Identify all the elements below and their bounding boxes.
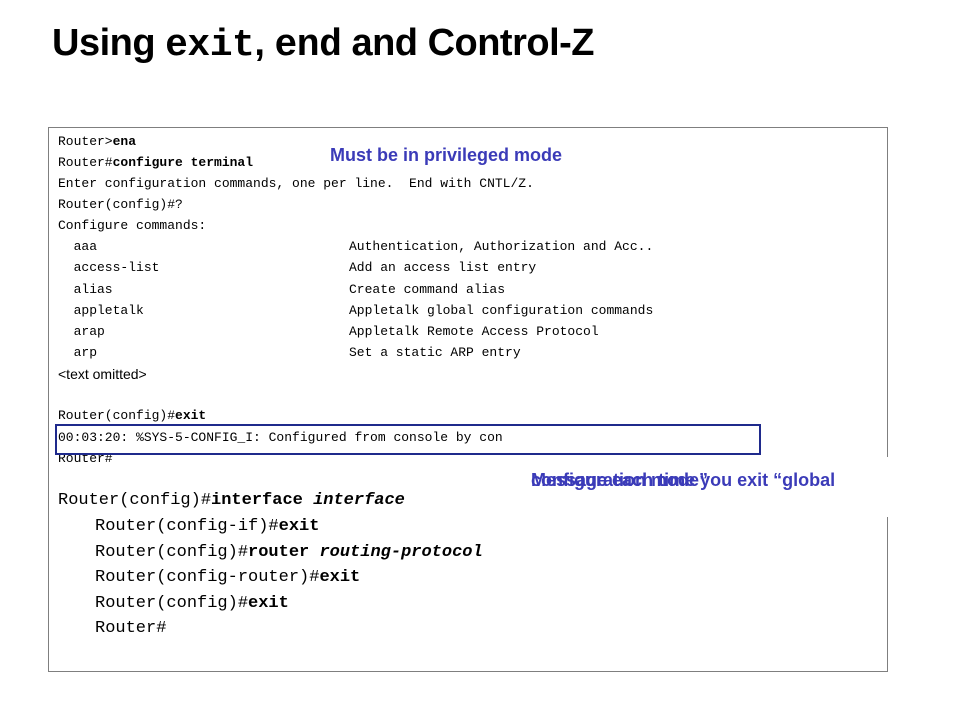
command-name: appletalk bbox=[58, 303, 144, 318]
example-line-3: Router(config)#router routing-protocol bbox=[95, 543, 483, 563]
argument: routing-protocol bbox=[319, 543, 483, 562]
command: exit bbox=[278, 517, 320, 536]
command-desc: Appletalk global configuration commands bbox=[349, 303, 654, 318]
example-line-1: Router(config)#interface interface bbox=[58, 491, 405, 511]
command-desc: Add an access list entry bbox=[349, 260, 537, 275]
terminal-line-2: Router#configure terminal bbox=[58, 155, 253, 171]
prompt: Router(config)# bbox=[95, 594, 249, 613]
prompt: Router(config)# bbox=[58, 408, 176, 423]
terminal-line-4: Router(config)#? bbox=[58, 197, 183, 212]
prompt: Router(config)# bbox=[95, 543, 249, 562]
example-line-5: Router(config)#exit bbox=[95, 594, 289, 614]
title-mid: , bbox=[254, 22, 275, 64]
terminal-line-5: Configure commands: bbox=[58, 218, 207, 233]
command-desc: Authentication, Authorization and Acc.. bbox=[349, 239, 654, 254]
example-line-4: Router(config-router)#exit bbox=[95, 568, 360, 588]
terminal-box bbox=[48, 127, 888, 672]
prompt: Router(config-router)# bbox=[95, 568, 320, 587]
command-name: access-list bbox=[58, 260, 160, 275]
command-name: aaa bbox=[58, 239, 98, 254]
syslog-highlight-box bbox=[55, 424, 761, 455]
command: ena bbox=[112, 134, 137, 149]
prompt: Router(config)# bbox=[58, 491, 212, 510]
command-name: arap bbox=[58, 324, 105, 339]
command-desc: Set a static ARP entry bbox=[349, 345, 521, 360]
command: router bbox=[248, 543, 320, 562]
command: exit bbox=[319, 568, 361, 587]
command: exit bbox=[175, 408, 207, 423]
prompt: Router> bbox=[58, 134, 113, 149]
terminal-line-1: Router>ena bbox=[58, 134, 136, 150]
example-line-2: Router(config-if)#exit bbox=[95, 517, 319, 537]
title-cmd-exit: exit bbox=[165, 24, 255, 67]
note-line-2: configuration mode” bbox=[531, 470, 708, 490]
prompt: Router(config-if)# bbox=[95, 517, 279, 536]
title-cmd-end: end bbox=[274, 24, 342, 67]
page-title: Using exit, end and Control-Z bbox=[52, 22, 595, 67]
title-pre: Using bbox=[52, 22, 166, 64]
command-desc: Create command alias bbox=[349, 282, 506, 297]
argument: interface bbox=[313, 491, 405, 510]
example-line-6: Router# bbox=[95, 619, 166, 639]
terminal-line-3: Enter configuration commands, one per li… bbox=[58, 176, 534, 191]
note-line-1: Message each time you exit “global bbox=[531, 470, 836, 490]
privileged-mode-note: Must be in privileged mode bbox=[330, 145, 563, 165]
command: configure terminal bbox=[112, 155, 254, 170]
terminal-exit-line: Router(config)#exit bbox=[58, 408, 206, 424]
command: interface bbox=[211, 491, 314, 510]
syslog-message: 00:03:20: %SYS-5-CONFIG_I: Configured fr… bbox=[58, 430, 503, 445]
prompt: Router# bbox=[95, 619, 167, 638]
text-omitted: <text omitted> bbox=[58, 366, 147, 382]
command-name: arp bbox=[58, 345, 98, 360]
command: exit bbox=[248, 594, 289, 613]
prompt: Router# bbox=[58, 155, 113, 170]
title-post: and Control-Z bbox=[341, 22, 595, 64]
command-name: alias bbox=[58, 282, 113, 297]
command-desc: Appletalk Remote Access Protocol bbox=[349, 324, 599, 339]
